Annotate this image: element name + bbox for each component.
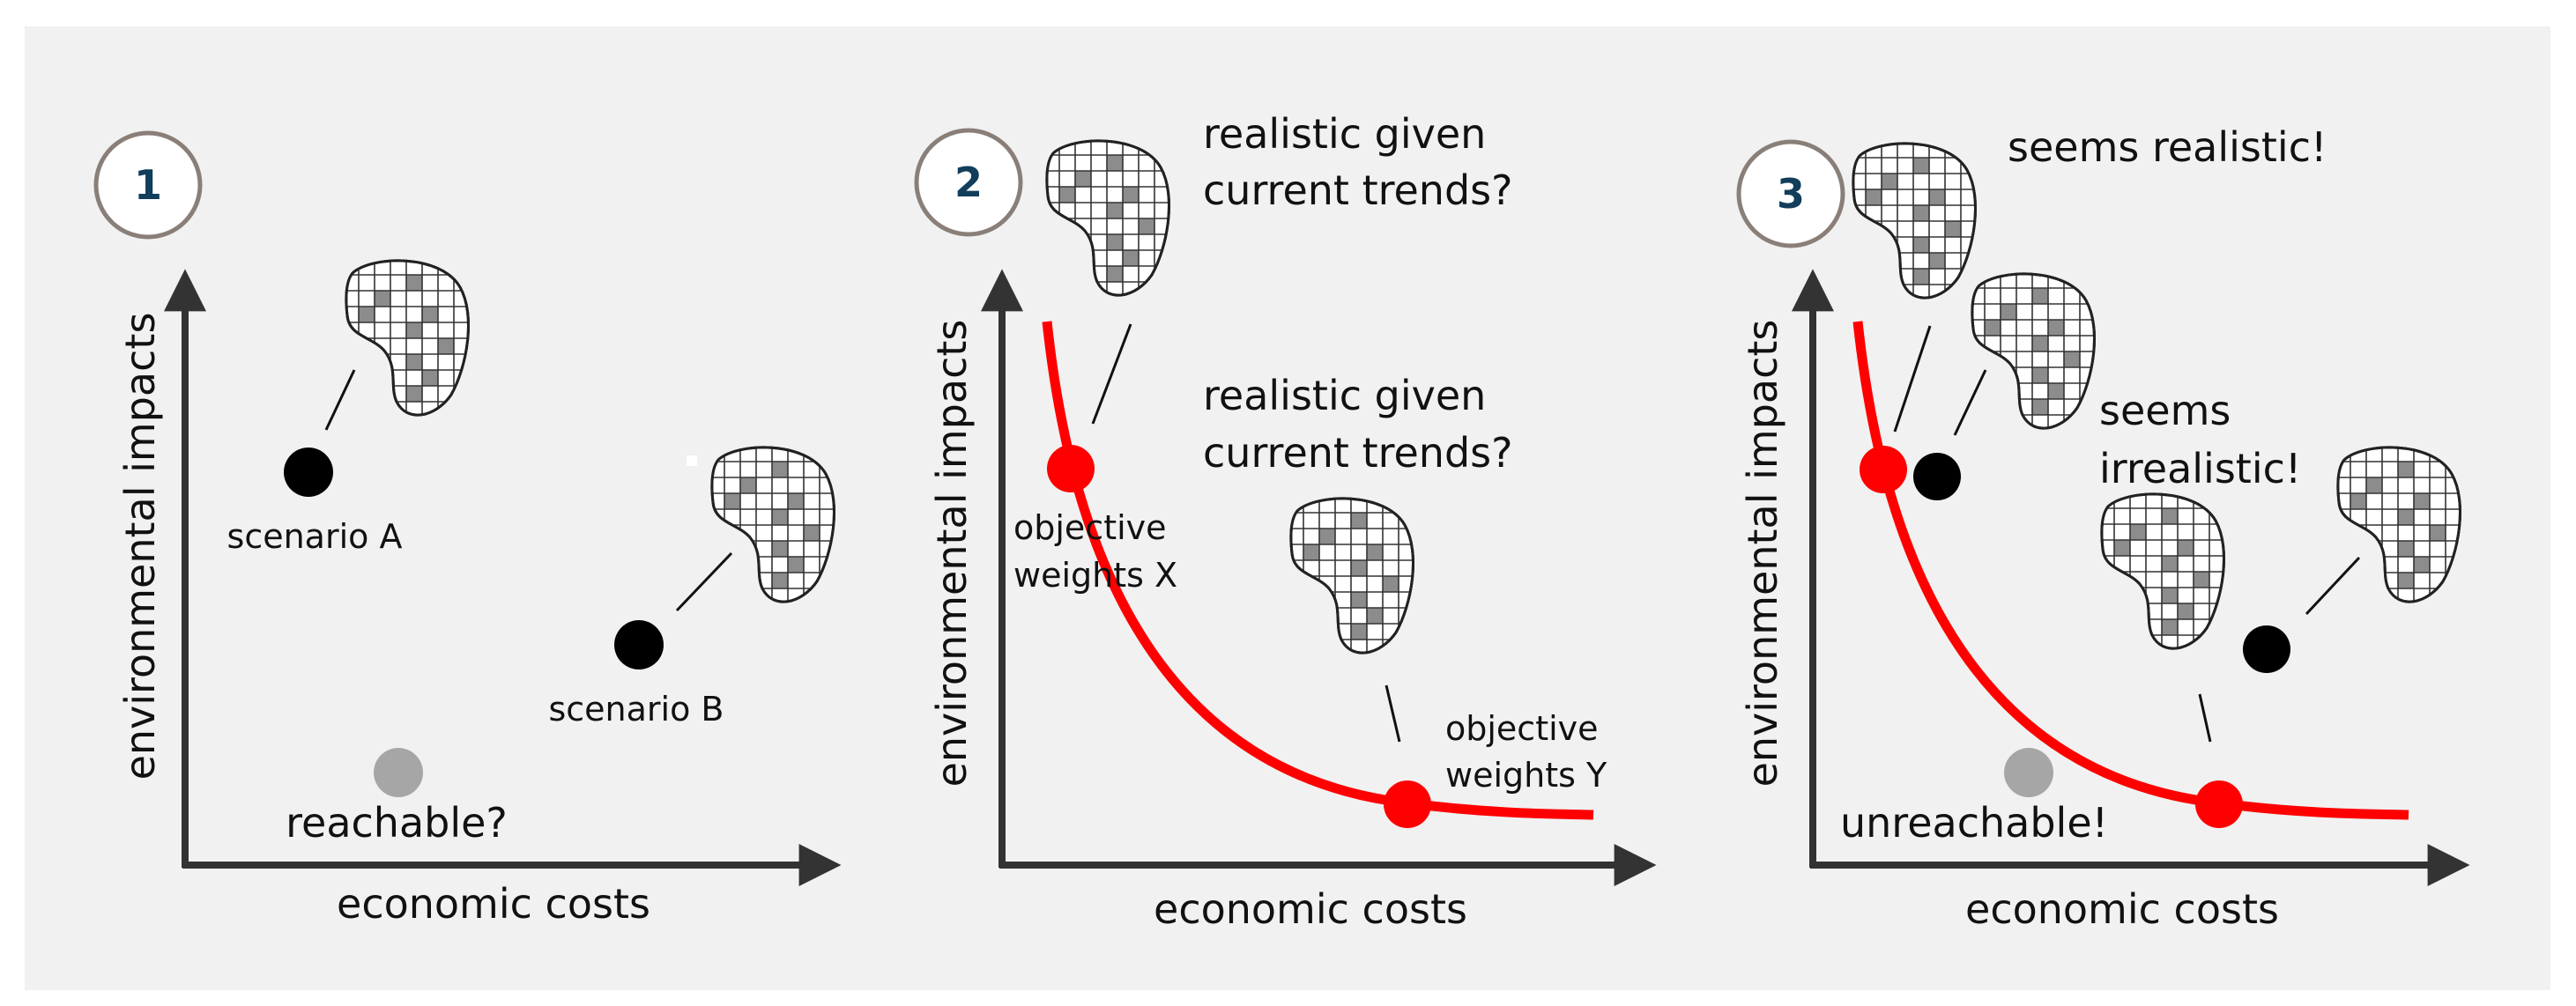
panel-number: 1	[134, 161, 162, 209]
irrealistic-scenario-point	[1913, 453, 1961, 500]
connector-line	[675, 551, 733, 612]
objective-weights-x-point	[1047, 445, 1095, 492]
panel-1: 1 environmental impacts economic costs s…	[93, 130, 850, 928]
unreachable-label: unreachable!	[1840, 799, 2108, 847]
panel-number: 2	[954, 159, 983, 206]
seems-irrealistic-line-1: seems	[2099, 387, 2231, 434]
panel-number-badge	[1736, 139, 1845, 248]
seems-irrealistic-line-2: irrealistic!	[2099, 445, 2301, 492]
x-axis-label: economic costs	[337, 880, 650, 928]
connector-line	[1893, 325, 1932, 433]
weights-x-label-line-1: objective	[1013, 508, 1167, 547]
reachable-question: reachable?	[286, 799, 508, 847]
connector-line	[2198, 693, 2212, 743]
irrealistic-scenario-point	[2243, 625, 2290, 673]
realistic-pareto-point	[1860, 446, 1907, 493]
pareto-point	[2195, 780, 2243, 828]
weights-y-label-line-2: weights Y	[1445, 756, 1607, 795]
scenario-b-label: scenario B	[548, 690, 724, 729]
scenario-a-point	[284, 448, 333, 497]
reachable-point	[374, 748, 423, 797]
scenario-a-label: scenario A	[227, 517, 403, 556]
weights-y-label-line-1: objective	[1445, 709, 1599, 748]
panel-number-badge	[93, 130, 203, 240]
objective-weights-y-point	[1384, 780, 1431, 828]
connector-line	[1953, 369, 1987, 436]
connector-line	[1091, 323, 1132, 425]
connector-line	[2305, 556, 2361, 616]
panel-number-badge	[914, 128, 1023, 237]
connector-line	[324, 369, 356, 431]
question-mid-line-2: current trends?	[1203, 429, 1513, 477]
x-axis-label: economic costs	[1965, 885, 2279, 933]
connector-line	[1385, 684, 1401, 743]
weights-x-label-line-2: weights X	[1013, 556, 1177, 595]
scenario-b-point	[614, 620, 664, 669]
y-axis-label: environmental impacts	[928, 320, 976, 788]
question-top-line-1: realistic given	[1203, 110, 1486, 158]
y-axis-label: environmental impacts	[1739, 320, 1786, 788]
unreachable-point	[2004, 748, 2053, 797]
panel-3: 3 environmental impacts economic costs s…	[1736, 123, 2476, 933]
question-top-line-2: current trends?	[1203, 166, 1513, 214]
question-mid-line-1: realistic given	[1203, 372, 1486, 419]
y-axis-label: environmental impacts	[116, 313, 164, 780]
panel-number: 3	[1777, 170, 1805, 218]
x-axis-label: economic costs	[1154, 885, 1467, 933]
panel-2: 2 environmental impacts economic costs o…	[914, 110, 1657, 933]
small-marker	[687, 455, 697, 466]
seems-realistic-label: seems realistic!	[2008, 123, 2327, 171]
